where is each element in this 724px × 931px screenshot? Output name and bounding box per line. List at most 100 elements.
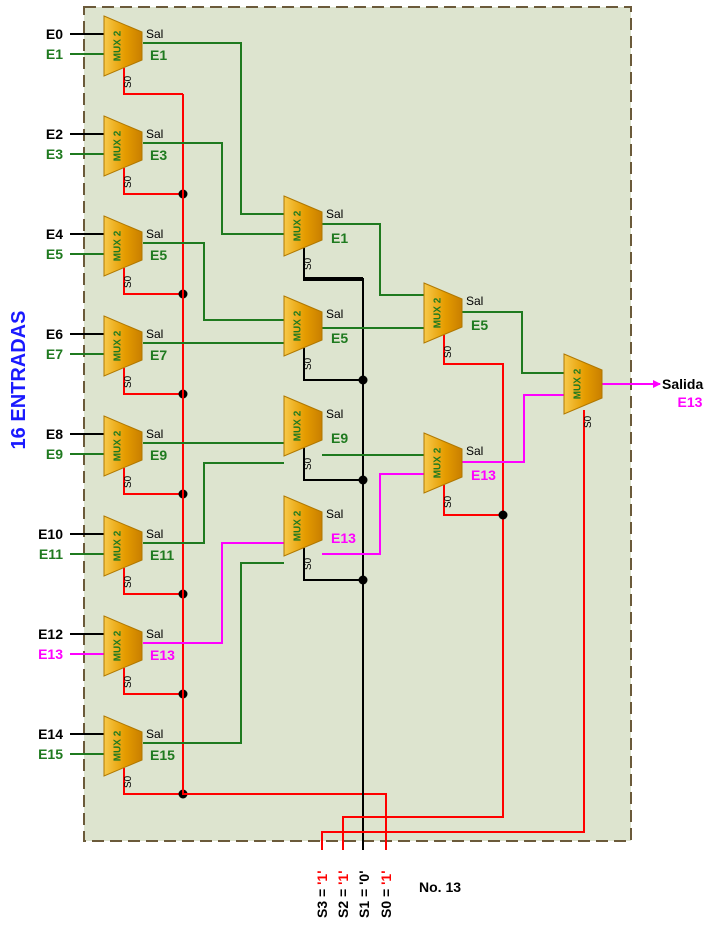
mux-body	[563, 353, 603, 415]
sal-pin-label: Sal	[146, 127, 163, 141]
mux-output-label: E1	[331, 230, 348, 246]
mux-label: MUX 2	[293, 210, 304, 241]
label-layer: E0E1SalE1S0E2E3SalE3S0E4E5SalE5S0E6E7Sal…	[38, 26, 703, 918]
input-label-e1: E1	[46, 46, 63, 62]
mux-output-label: E5	[150, 247, 167, 263]
s0-pin-label: S0	[303, 257, 314, 270]
mux-stage1-2: MUX 2	[103, 215, 143, 277]
mux-body	[103, 315, 143, 377]
mux-stage1-4: MUX 2	[103, 415, 143, 477]
mux-stage2-1: MUX 2	[283, 295, 323, 357]
sal-pin-label: Sal	[146, 327, 163, 341]
input-label-e14: E14	[38, 726, 63, 742]
input-label-e5: E5	[46, 246, 63, 262]
sal-pin-label: Sal	[326, 407, 343, 421]
mux-label: MUX 2	[113, 230, 124, 261]
select-s0-stage1-6	[123, 668, 183, 695]
mux-label: MUX 2	[433, 447, 444, 478]
mux-stage1-5: MUX 2	[103, 515, 143, 577]
mux-stage1-3: MUX 2	[103, 315, 143, 377]
mux-body	[283, 395, 323, 457]
mux-stage4: MUX 2	[563, 353, 603, 415]
sal-pin-label: Sal	[146, 727, 163, 741]
mux-label: MUX 2	[113, 30, 124, 61]
input-label-e3: E3	[46, 146, 63, 162]
output-value: E13	[678, 394, 703, 410]
mux-stage2-3: MUX 2	[283, 495, 323, 557]
junction-dot	[498, 510, 508, 520]
input-label-e9: E9	[46, 446, 63, 462]
junction-dot	[358, 375, 368, 385]
select-s0-stage1-7	[123, 768, 183, 795]
mux-output-label: E9	[331, 430, 348, 446]
mux-stage3-0: MUX 2	[423, 282, 463, 344]
mux-label: MUX 2	[113, 430, 124, 461]
mux-stage1-0: MUX 2	[103, 15, 143, 77]
sal-pin-label: Sal	[466, 294, 483, 308]
mux-stage3-1: MUX 2	[423, 432, 463, 494]
stage1-to-stage2-wire-7	[143, 562, 284, 744]
mux-output-label: E5	[331, 330, 348, 346]
select-label-s3: S3 = '1'	[314, 870, 330, 918]
mux-body	[423, 432, 463, 494]
select-s0-stage1-2	[123, 268, 183, 295]
mux-body	[103, 515, 143, 577]
s0-pin-label: S0	[123, 275, 134, 288]
s0-pin-label: S0	[123, 575, 134, 588]
mux-body	[103, 615, 143, 677]
select-label-s2: S2 = '1'	[335, 870, 351, 918]
sal-pin-label: Sal	[326, 307, 343, 321]
output-label: Salida	[662, 376, 703, 392]
wires	[70, 33, 661, 850]
s0-pin-label: S0	[583, 415, 594, 428]
mux-body	[283, 295, 323, 357]
mux-label: MUX 2	[113, 730, 124, 761]
mux-stage1-6: MUX 2	[103, 615, 143, 677]
mux-output-label: E15	[150, 747, 175, 763]
stage1-to-stage2-wire-5	[143, 462, 284, 544]
junction-dot	[358, 475, 368, 485]
mux-output-label: E11	[150, 547, 174, 563]
sal-pin-label: Sal	[146, 527, 163, 541]
select-s1-stage2-top	[303, 248, 363, 279]
input-label-e15: E15	[38, 746, 63, 762]
selection-number: No. 13	[419, 879, 461, 895]
mux-label: MUX 2	[293, 410, 304, 441]
mux-label: MUX 2	[113, 530, 124, 561]
mux-output-label: E5	[471, 317, 488, 333]
select-label-s0: S0 = '1'	[378, 870, 394, 918]
input-label-e2: E2	[46, 126, 63, 142]
select-s2-stage3-1	[443, 485, 503, 516]
input-label-e13: E13	[38, 646, 63, 662]
mux-body	[103, 115, 143, 177]
stage2-to-stage3-wire-3	[322, 473, 424, 555]
input-label-e11: E11	[39, 546, 63, 562]
mux-label: MUX 2	[293, 310, 304, 341]
select-bus-s3	[321, 410, 585, 850]
mux-stage2-2: MUX 2	[283, 395, 323, 457]
input-label-e12: E12	[38, 626, 63, 642]
mux-output-label: E3	[150, 147, 167, 163]
mux-stage2-0: MUX 2	[283, 195, 323, 257]
select-s1-stage2-2	[303, 448, 363, 481]
input-label-e6: E6	[46, 326, 63, 342]
mux-body	[103, 415, 143, 477]
sal-pin-label: Sal	[466, 444, 483, 458]
s0-pin-label: S0	[123, 75, 134, 88]
s0-pin-label: S0	[123, 375, 134, 388]
sal-pin-label: Sal	[326, 507, 343, 521]
mux-label: MUX 2	[113, 330, 124, 361]
stage1-to-stage2-wire-6	[143, 542, 284, 644]
select-s0-stage1-4	[123, 468, 183, 495]
mux-stage1-7: MUX 2	[103, 715, 143, 777]
mux-output-label: E13	[331, 530, 356, 546]
input-label-e0: E0	[46, 26, 63, 42]
sal-pin-label: Sal	[146, 227, 163, 241]
select-s1-stage2-3	[303, 548, 363, 581]
mux-label: MUX 2	[573, 368, 584, 399]
mux-label: MUX 2	[433, 297, 444, 328]
stage1-to-stage2-wire-0	[143, 42, 284, 215]
s0-pin-label: S0	[123, 775, 134, 788]
sal-pin-label: Sal	[146, 27, 163, 41]
select-bus-s2	[342, 335, 504, 850]
